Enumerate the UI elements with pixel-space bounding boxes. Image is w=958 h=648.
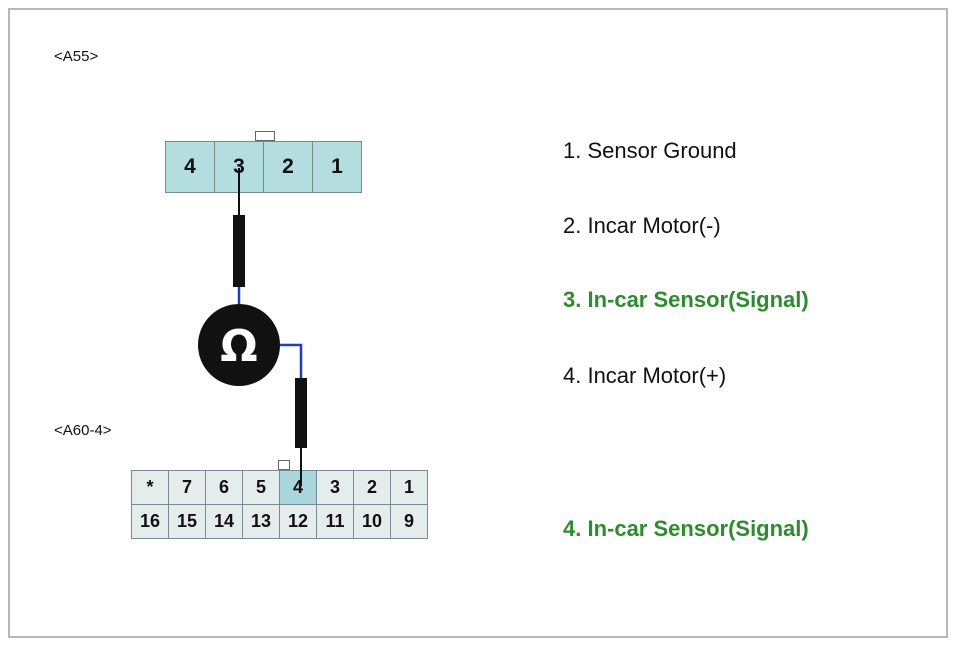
a60-4-pin-1: 1 — [390, 470, 428, 505]
ohmmeter-icon — [198, 304, 280, 386]
a60-4-pin-6: 6 — [205, 470, 243, 505]
ohm-symbol: Ω — [220, 321, 257, 372]
connector-a60-4-label: <A60-4> — [54, 422, 112, 439]
probe-a55 — [233, 215, 245, 287]
a60-4-pin-14: 14 — [205, 504, 243, 539]
a60-4-pin-12: 12 — [279, 504, 317, 539]
legend-item-3: 3. In-car Sensor(Signal) — [563, 287, 809, 312]
probe-a60-4 — [295, 378, 307, 448]
a55-pin-2: 2 — [263, 141, 313, 193]
a60-4-pin-9: 9 — [390, 504, 428, 539]
legend-item-1: 1. Sensor Ground — [563, 138, 737, 163]
a60-4-pin-13: 13 — [242, 504, 280, 539]
connector-a60-4-lock-tab — [278, 460, 290, 470]
a60-4-pin-15: 15 — [168, 504, 206, 539]
a60-4-pin-16: 16 — [131, 504, 169, 539]
legend-item-2: 2. Incar Motor(-) — [563, 213, 721, 238]
connector-a55-label: <A55> — [54, 48, 99, 65]
a60-4-pin-5: 5 — [242, 470, 280, 505]
connector-a55-lock-tab — [255, 131, 275, 141]
a60-4-pin-10: 10 — [353, 504, 391, 539]
a60-4-pin-description: 4. In-car Sensor(Signal) — [563, 516, 809, 541]
a55-pin-1: 1 — [312, 141, 362, 193]
lead-wire-a60-4 — [278, 343, 303, 378]
legend-item-4: 4. Incar Motor(+) — [563, 363, 727, 388]
a55-pin-3: 3 — [214, 141, 264, 193]
